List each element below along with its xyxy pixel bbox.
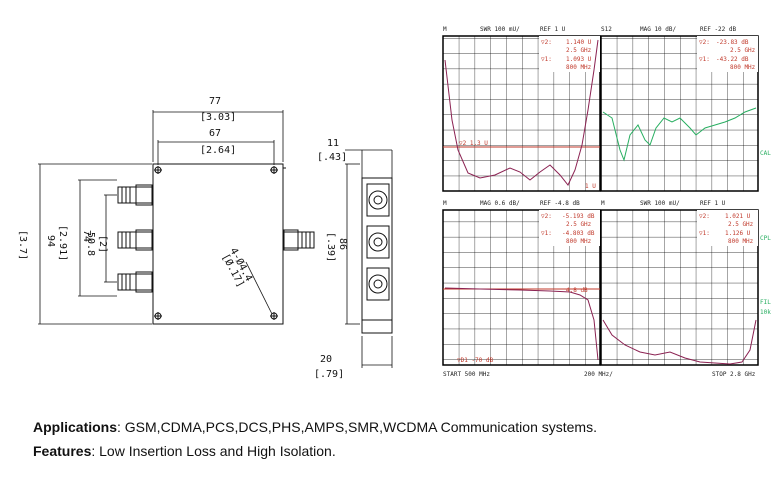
dim-11: 11 [327, 138, 339, 149]
plot4-m2-v2: 2.5 GHz [728, 221, 754, 228]
plot3-m1-v1: -4.803 dB [562, 230, 595, 237]
plot4-mid: SWR 100 mU/ [640, 200, 680, 207]
dim-74: 74 [81, 230, 92, 242]
plot2-m2-v2: 2.5 GHz [730, 47, 756, 54]
dim-508-in: [2] [97, 235, 108, 253]
plot1-m2-v2: 2.5 GHz [566, 47, 592, 54]
dimension-lines [38, 110, 393, 368]
plot4-right: REF 1 U [700, 200, 726, 207]
plot3-m2: ▽2: [541, 213, 552, 220]
plot1-right: REF 1 U [540, 26, 566, 33]
plot4-side1: CPL [760, 235, 771, 242]
plot4-m1-v2: 800 MHz [728, 238, 754, 245]
dim-77: 77 [209, 96, 221, 107]
plot4-m2: ▽2: [699, 213, 710, 220]
plot4-side3: 10k [760, 309, 771, 316]
plot2-m1-v2: 800 MHz [730, 64, 756, 71]
plot-swr-1: M SWR 100 mU/ REF 1 U ▽2: 1.140 U 2.5 GH… [442, 26, 601, 192]
plot2-m1-v1: -43.22 dB [716, 56, 749, 63]
right-connector [283, 229, 315, 251]
plot3-m2-v1: -5.193 dB [562, 213, 595, 220]
dim-74-in: [2.91] [57, 225, 68, 261]
outline-drawing [38, 110, 393, 368]
plot1-extra: ▽2 1.3 U [459, 140, 488, 147]
plot2-side1: CAL [760, 150, 771, 157]
plot1-left: M [443, 26, 447, 33]
mounting-holes [154, 166, 278, 320]
plot4-m1: ▽1: [699, 230, 710, 237]
side-view [361, 177, 393, 334]
plot1-m2: ▽2: [541, 39, 552, 46]
plot2-m1: ▽1: [699, 56, 710, 63]
plot-s12-2: S12 MAG 10 dB/ REF -22 dB ▽2: -23.83 dB … [600, 26, 771, 192]
axis-stop: STOP 2.8 GHz [712, 371, 756, 378]
dim-67: 67 [209, 128, 221, 139]
plot3-m1-v2: 800 MHz [566, 238, 592, 245]
plot3-mid: MAG 0.6 dB/ [480, 200, 520, 207]
plot3-foot: ▽D1 -70 dB [457, 357, 494, 364]
plot1-m1: ▽1: [541, 56, 552, 63]
plot4-left: M [601, 200, 605, 207]
left-connectors [117, 184, 153, 293]
features-line: Features: Low Insertion Loss and High Is… [33, 443, 336, 459]
dimension-labels: 77 [3.03] 67 [2.64] 11 [.43] [3.7] 94 [2… [17, 96, 348, 380]
axis-mid: 200 MHz/ [584, 371, 613, 378]
axis-start: START 500 MHz [443, 371, 490, 378]
plot2-m2: ▽2: [699, 39, 710, 46]
dim-20-in: [.79] [314, 369, 344, 380]
dim-508: 50.8 [85, 232, 96, 256]
plot3-extra: 4.8 dB [566, 287, 588, 294]
applications-label: Applications [33, 419, 118, 435]
plot3-m2-v2: 2.5 GHz [566, 221, 592, 228]
plot3-m1: ▽1: [541, 230, 552, 237]
plot2-left: S12 [601, 26, 612, 33]
plot4-side2: FIL [760, 299, 771, 306]
features-label: Features [33, 443, 92, 459]
dim-77-in: [3.03] [200, 112, 236, 123]
plot1-m1-v1: 1.093 U [566, 56, 592, 63]
plot4-m1-v1: 1.126 U [725, 230, 751, 237]
dim-86-in: [.39] [325, 232, 336, 262]
features-text: : Low Insertion Loss and High Isolation. [91, 443, 336, 459]
plot4-m2-v1: 1.021 U [725, 213, 751, 220]
dim-67-in: [2.64] [200, 145, 236, 156]
plot1-m2-v1: 1.140 U [566, 39, 592, 46]
applications-text: : GSM,CDMA,PCS,DCS,PHS,AMPS,SMR,WCDMA Co… [117, 419, 597, 435]
applications-line: Applications: GSM,CDMA,PCS,DCS,PHS,AMPS,… [33, 419, 597, 435]
dim-94-in: [3.7] [17, 230, 28, 260]
plot2-mid: MAG 10 dB/ [640, 26, 677, 33]
plot1-m1-v2: 800 MHz [566, 64, 592, 71]
plot-swr-4: M SWR 100 mU/ REF 1 U ▽2: 1.021 U 2.5 GH… [600, 200, 771, 366]
plot1-mid: SWR 100 mU/ [480, 26, 520, 33]
plot2-right: REF -22 dB [700, 26, 737, 33]
plot3-left: M [443, 200, 447, 207]
plot2-m2-v1: -23.83 dB [716, 39, 749, 46]
dim-11-in: [.43] [317, 152, 347, 163]
plot1-foot: 1 U [585, 183, 596, 190]
plot3-right: REF -4.8 dB [540, 200, 580, 207]
plot-mag-3: M MAG 0.6 dB/ REF -4.8 dB ▽2: -5.193 dB … [442, 200, 601, 366]
dim-94: 94 [45, 235, 56, 247]
dim-20: 20 [320, 354, 332, 365]
dim-86: 86 [337, 238, 348, 250]
